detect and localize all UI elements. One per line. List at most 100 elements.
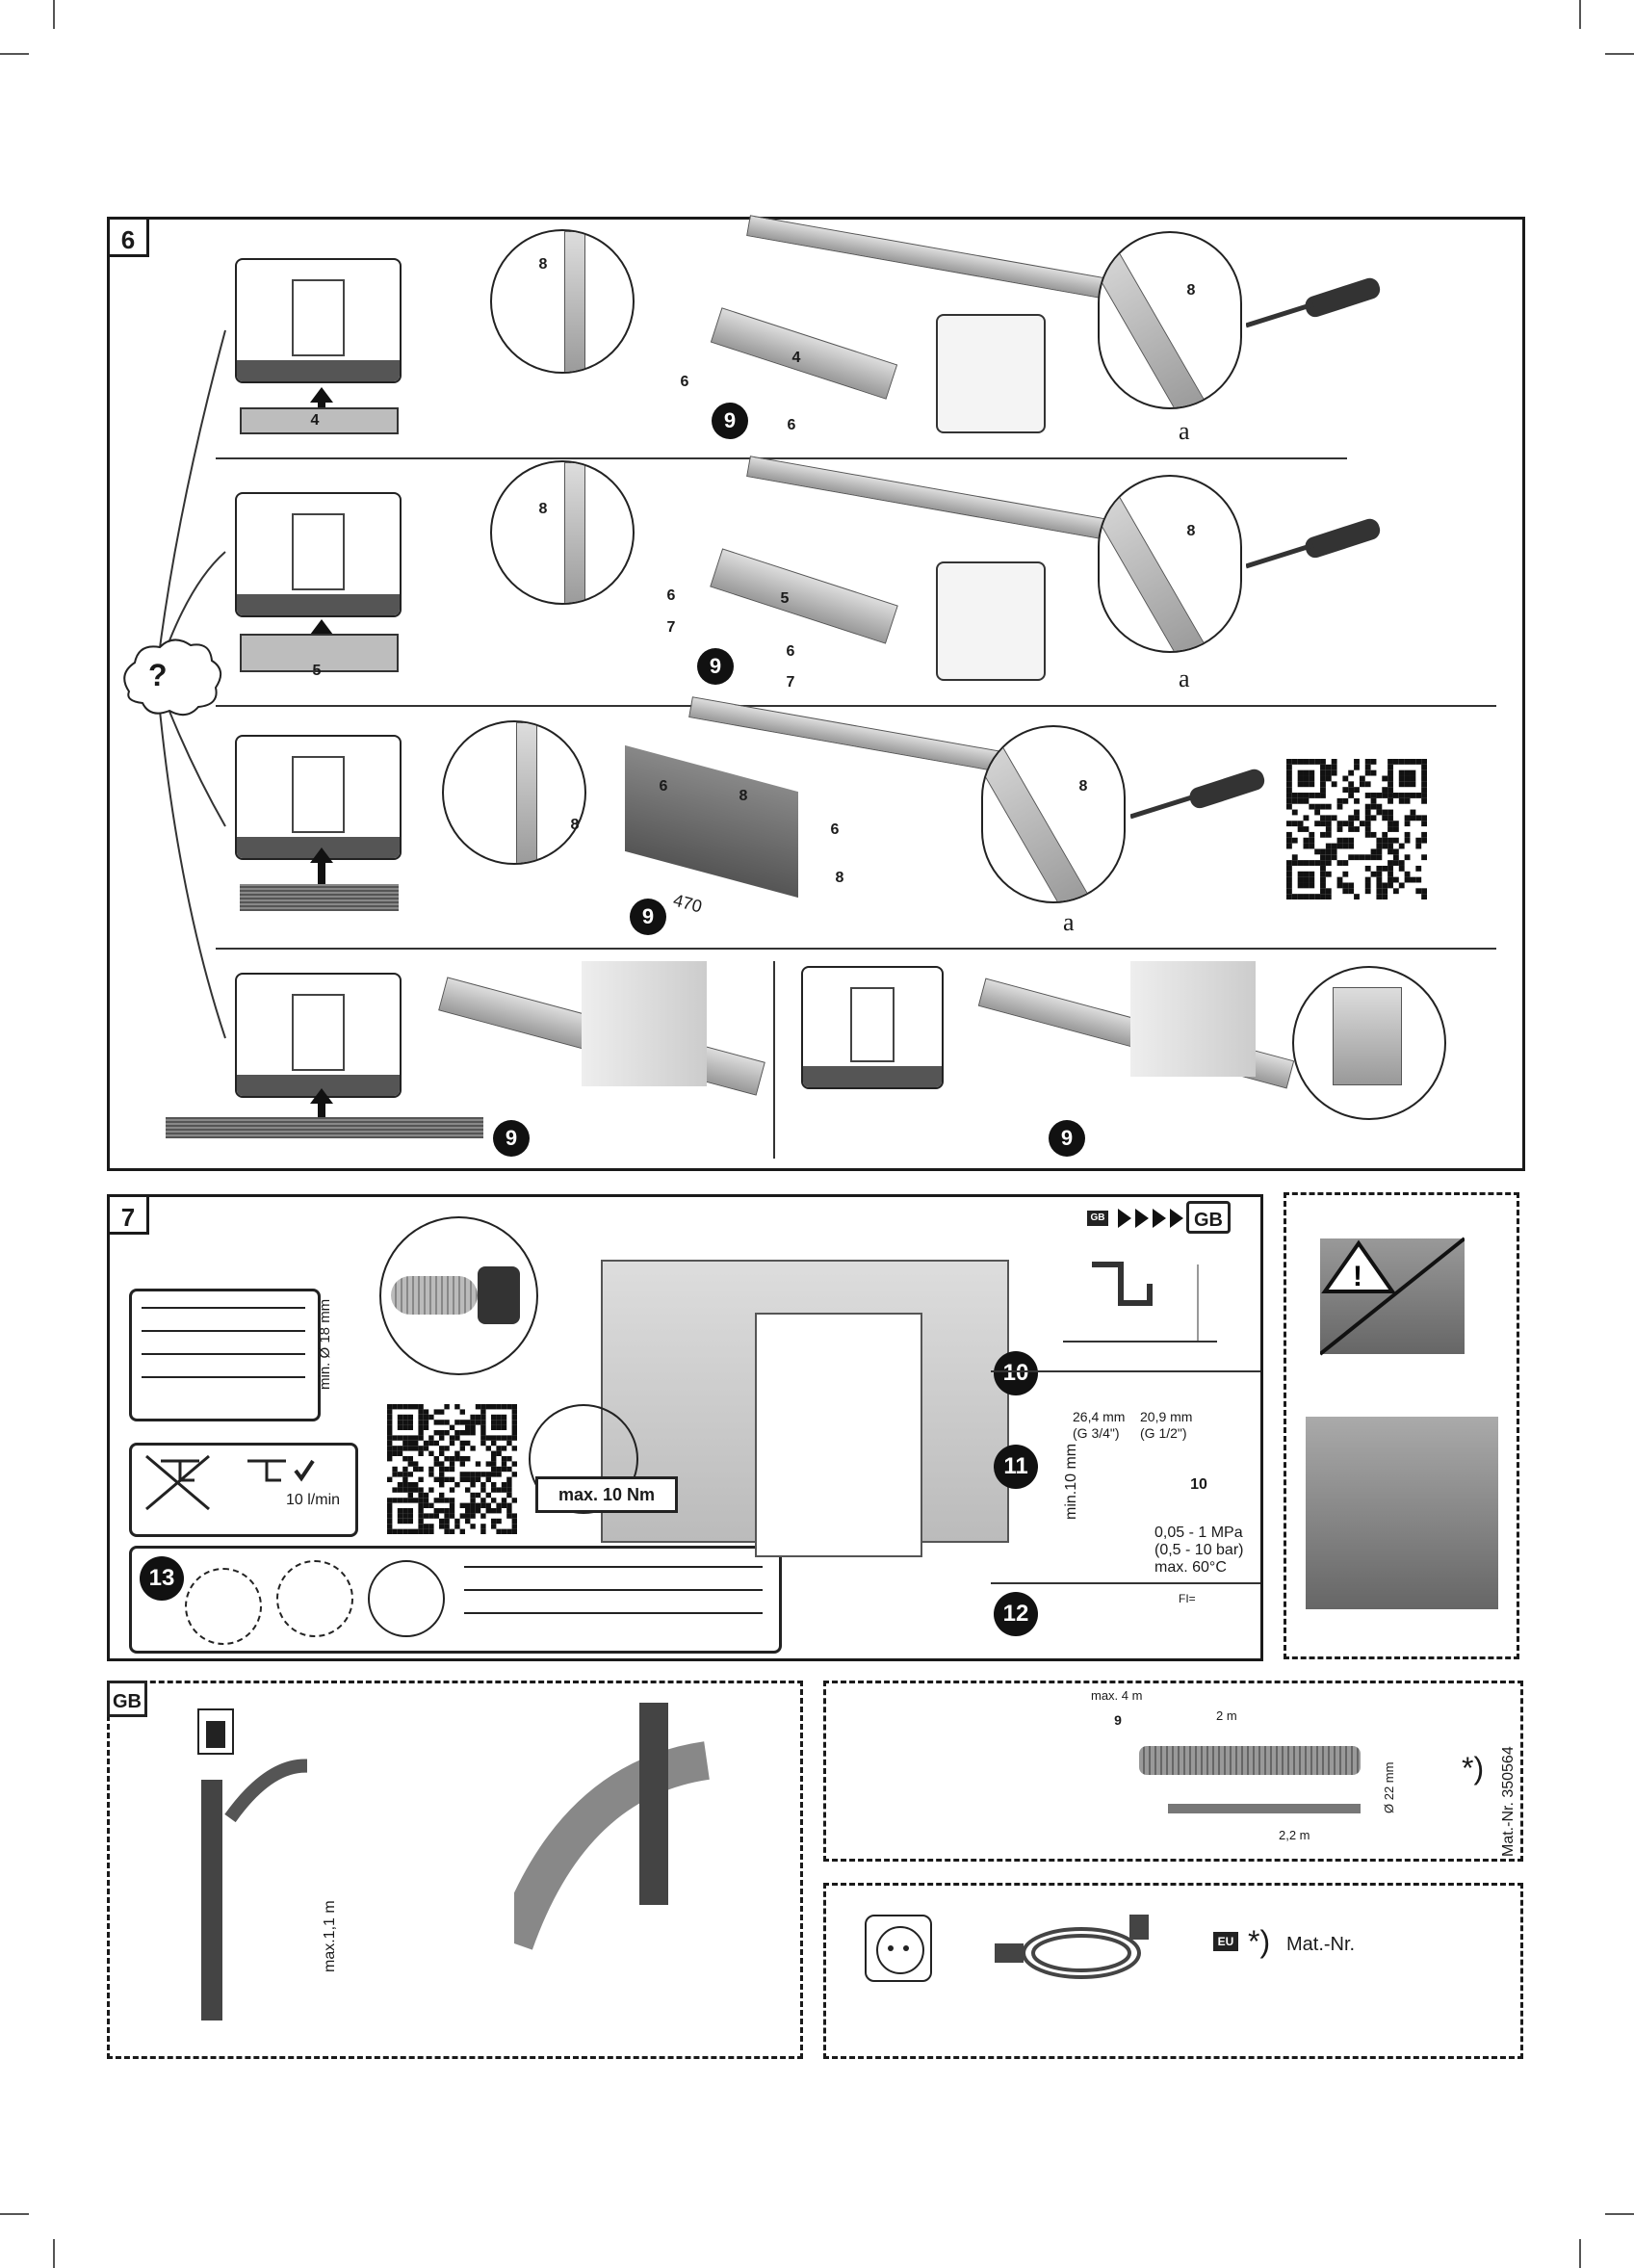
gb-tag-big: GB bbox=[1186, 1201, 1231, 1234]
cabinet-door bbox=[755, 1313, 922, 1557]
flow-label: 10 l/min bbox=[286, 1492, 340, 1509]
hose-detail-circle bbox=[379, 1216, 538, 1375]
step-dot-11: 11 bbox=[994, 1445, 1038, 1489]
length-22m: 2,2 m bbox=[1279, 1828, 1310, 1842]
pressure-2: (0,5 - 10 bar) bbox=[1154, 1542, 1243, 1559]
thread-2-g: (G 1/2") bbox=[1140, 1425, 1187, 1441]
pressure-1: 0,05 - 1 MPa bbox=[1154, 1525, 1243, 1542]
height-label: max.1,1 m bbox=[322, 1900, 339, 1972]
hex-label: 4 bbox=[784, 350, 809, 367]
max-length-label: max. 4 m bbox=[1091, 1688, 1142, 1703]
hex-label: 6 bbox=[659, 587, 684, 605]
asterisk: *) bbox=[1248, 1924, 1270, 1960]
detail-circle bbox=[442, 720, 586, 865]
mat-nr-label: Mat.-Nr. 350564 bbox=[1500, 1746, 1517, 1857]
fi-label: FI= bbox=[1179, 1592, 1196, 1605]
pressure-3: max. 60°C bbox=[1154, 1559, 1227, 1577]
gb-panel: GB max.1,1 m bbox=[107, 1681, 803, 2059]
arrows-icon bbox=[1116, 1207, 1193, 1230]
screwdriver-detail bbox=[981, 725, 1126, 903]
hex-label: 8 bbox=[731, 788, 756, 805]
no-icon bbox=[368, 1560, 445, 1637]
divider bbox=[991, 1370, 1260, 1372]
screwdriver-detail bbox=[1098, 475, 1242, 653]
crop-mark bbox=[53, 0, 55, 29]
question-mark: ? bbox=[148, 658, 168, 693]
screwdriver-icon bbox=[1130, 769, 1275, 826]
kitchen-thumbnail bbox=[235, 492, 402, 617]
warning-side-panel: ! bbox=[1284, 1192, 1519, 1659]
crop-mark bbox=[1579, 2239, 1581, 2268]
hex-label: 8 bbox=[531, 256, 556, 274]
crop-mark bbox=[1579, 0, 1581, 29]
plinth-board bbox=[240, 884, 399, 911]
hex-label: 8 bbox=[1179, 523, 1204, 540]
notes-box bbox=[129, 1289, 321, 1421]
diameter-label: Ø 22 mm bbox=[1382, 1762, 1396, 1813]
dimension-a: a bbox=[1063, 908, 1075, 937]
thread-1-g: (G 3/4") bbox=[1073, 1425, 1120, 1441]
step-dot: 9 bbox=[630, 899, 666, 935]
detail-circle bbox=[1292, 966, 1446, 1120]
step-dot: 9 bbox=[1049, 1120, 1085, 1157]
svg-text:!: ! bbox=[1353, 1261, 1362, 1292]
power-cable-icon bbox=[995, 1905, 1158, 1992]
length-2m: 2 m bbox=[1216, 1708, 1237, 1723]
gb-tag: GB bbox=[107, 1681, 147, 1717]
siphon-diagram bbox=[1063, 1245, 1217, 1351]
step-dot: 9 bbox=[697, 648, 734, 685]
detail-box bbox=[936, 314, 1046, 433]
mat-nr-label: Mat.-Nr. bbox=[1286, 1934, 1355, 1956]
appliance-panel bbox=[582, 961, 707, 1086]
thread-1: 26,4 mm bbox=[1073, 1409, 1125, 1424]
hex-label: 6 bbox=[779, 417, 804, 434]
crop-mark bbox=[0, 2213, 29, 2215]
detail-circle bbox=[490, 229, 635, 374]
crop-mark bbox=[1605, 2213, 1634, 2215]
hex-label: 10 bbox=[1186, 1476, 1211, 1494]
warning-box: 13 bbox=[129, 1546, 782, 1654]
hex-label: 7 bbox=[778, 674, 803, 691]
qr-code bbox=[387, 1404, 517, 1534]
screwdriver-icon bbox=[1246, 277, 1390, 335]
kitchen-thumbnail bbox=[801, 966, 944, 1089]
min-label: min.10 mm bbox=[1063, 1444, 1080, 1520]
extension-hose bbox=[1139, 1746, 1361, 1775]
wood-plinth bbox=[166, 1117, 483, 1138]
detail-circle bbox=[490, 460, 635, 605]
kitchen-thumbnail bbox=[235, 735, 402, 860]
crop-mark bbox=[1605, 53, 1634, 55]
warning-icon: ! bbox=[1320, 1234, 1465, 1359]
water-hose bbox=[1168, 1804, 1361, 1813]
crop-mark bbox=[0, 53, 29, 55]
power-panel: EU *) Mat.-Nr. bbox=[823, 1883, 1523, 2059]
hex-label: 6 bbox=[651, 778, 676, 795]
hose-diameter-label: min. Ø 18 mm bbox=[317, 1299, 333, 1390]
hex-label: 8 bbox=[1179, 282, 1204, 300]
step-dot-12: 12 bbox=[994, 1592, 1038, 1636]
hex-label: 7 bbox=[659, 619, 684, 637]
board-label: 4 bbox=[302, 412, 327, 430]
hex-label: 8 bbox=[1071, 778, 1096, 795]
qr-code bbox=[1286, 759, 1427, 899]
gb-tag-small: GB bbox=[1087, 1211, 1108, 1226]
dishwasher-illustration bbox=[1306, 1417, 1498, 1609]
section-7-panel: 7 min. Ø 18 mm 10 l/min 13 max. 10 Nm 10… bbox=[107, 1194, 1263, 1661]
pliers-illustration bbox=[163, 1741, 307, 2030]
asterisk: *) bbox=[1462, 1751, 1484, 1786]
hex-label: 5 bbox=[772, 590, 797, 608]
hex-label: 9 bbox=[1105, 1712, 1130, 1728]
hex-label: 8 bbox=[531, 501, 556, 518]
step-dot: 9 bbox=[712, 403, 748, 439]
section-6-panel: 6 ? 4 8 4 6 6 9 8 a 5 bbox=[107, 217, 1525, 1171]
water-flow-box: 10 l/min bbox=[129, 1443, 358, 1537]
divider bbox=[991, 1582, 1260, 1584]
hex-label: 6 bbox=[778, 643, 803, 661]
no-icon bbox=[185, 1568, 262, 1645]
crop-mark bbox=[53, 2239, 55, 2268]
hex-label: 8 bbox=[827, 870, 852, 887]
eu-tag: EU bbox=[1213, 1932, 1238, 1951]
screwdriver-icon bbox=[1246, 518, 1390, 576]
step-number-7: 7 bbox=[107, 1194, 149, 1235]
dimension-a: a bbox=[1179, 665, 1190, 693]
